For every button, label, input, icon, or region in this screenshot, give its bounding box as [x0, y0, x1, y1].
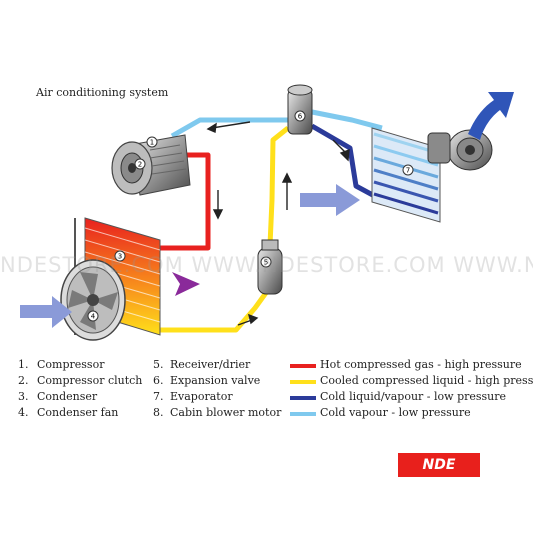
- expansion-valve: [287, 84, 313, 135]
- legend-num: 1.: [18, 358, 29, 371]
- key-cold-liquid-vapour: Cold liquid/vapour - low pressure: [320, 390, 507, 403]
- cabin-blower-motor: [427, 129, 493, 171]
- air-out-condenser: [172, 272, 200, 296]
- legend-compressor-clutch: Compressor clutch: [37, 374, 143, 387]
- legend-receiver-drier: Receiver/drier: [170, 358, 251, 371]
- callout-1: 1: [150, 139, 154, 147]
- air-in-condenser: [20, 296, 72, 328]
- legend-compressor: Compressor: [37, 358, 105, 371]
- key-swatch-cooled: [290, 380, 316, 384]
- pipe-evaporator-to-valve: [311, 109, 383, 131]
- legend-num: 4.: [18, 406, 29, 419]
- callout-3: 3: [118, 253, 122, 261]
- legend-num: 3.: [18, 390, 29, 403]
- flow-arrows: [206, 121, 350, 326]
- watermark-text: NDESTORE.COM WWW.NDESTORE.COM WWW.NDESTO…: [0, 253, 533, 277]
- key-cooled-liquid: Cooled compressed liquid - high pressure: [320, 374, 533, 387]
- compressor: [111, 134, 191, 196]
- pipe-condenser-to-drier: [150, 288, 271, 333]
- legend-num: 2.: [18, 374, 29, 387]
- pipe-cold-vapour: [170, 109, 383, 139]
- key-hot-gas: Hot compressed gas - high pressure: [320, 358, 522, 371]
- callout-7: 7: [406, 167, 410, 175]
- callout-6: 6: [298, 113, 303, 121]
- air-out-blower: [468, 92, 514, 140]
- pipe-valve-to-evaporator: [310, 123, 384, 203]
- condenser-fan: [60, 259, 126, 341]
- legend-num: 7.: [153, 390, 164, 403]
- air-in-evaporator: [300, 184, 360, 216]
- legend-expansion-valve: Expansion valve: [170, 374, 261, 387]
- pipe-cold-liquid: [310, 123, 384, 203]
- legend-cabin-blower-motor: Cabin blower motor: [170, 406, 282, 419]
- callout-4: 4: [91, 313, 96, 321]
- pipe-hot: [150, 152, 211, 251]
- key-swatch-cold-liquid: [290, 396, 316, 400]
- callout-labels: 1 2 3 4 5 6 7: [87, 110, 414, 322]
- pipe-compressor-to-condenser: [150, 152, 211, 251]
- diagram-title: Air conditioning system: [36, 86, 169, 99]
- nde-logo[interactable]: NDE: [398, 453, 480, 477]
- pipe-cooled: [150, 126, 290, 333]
- legend-num: 5.: [153, 358, 164, 371]
- legend-num: 8.: [153, 406, 164, 419]
- key-swatch-cold-vapour: [290, 412, 316, 416]
- key-cold-vapour: Cold vapour - low pressure: [320, 406, 471, 419]
- legend-condenser-fan: Condenser fan: [37, 406, 119, 419]
- pipe-valve-to-compressor: [170, 117, 288, 139]
- key-swatch-hot: [290, 364, 316, 368]
- callout-5: 5: [264, 259, 268, 267]
- legend-condenser: Condenser: [37, 390, 98, 403]
- airflow-arrows: [20, 92, 514, 328]
- callout-2: 2: [138, 161, 142, 169]
- legend-num: 6.: [153, 374, 164, 387]
- legend-evaporator: Evaporator: [170, 390, 233, 403]
- pipe-drier-to-valve: [267, 126, 290, 246]
